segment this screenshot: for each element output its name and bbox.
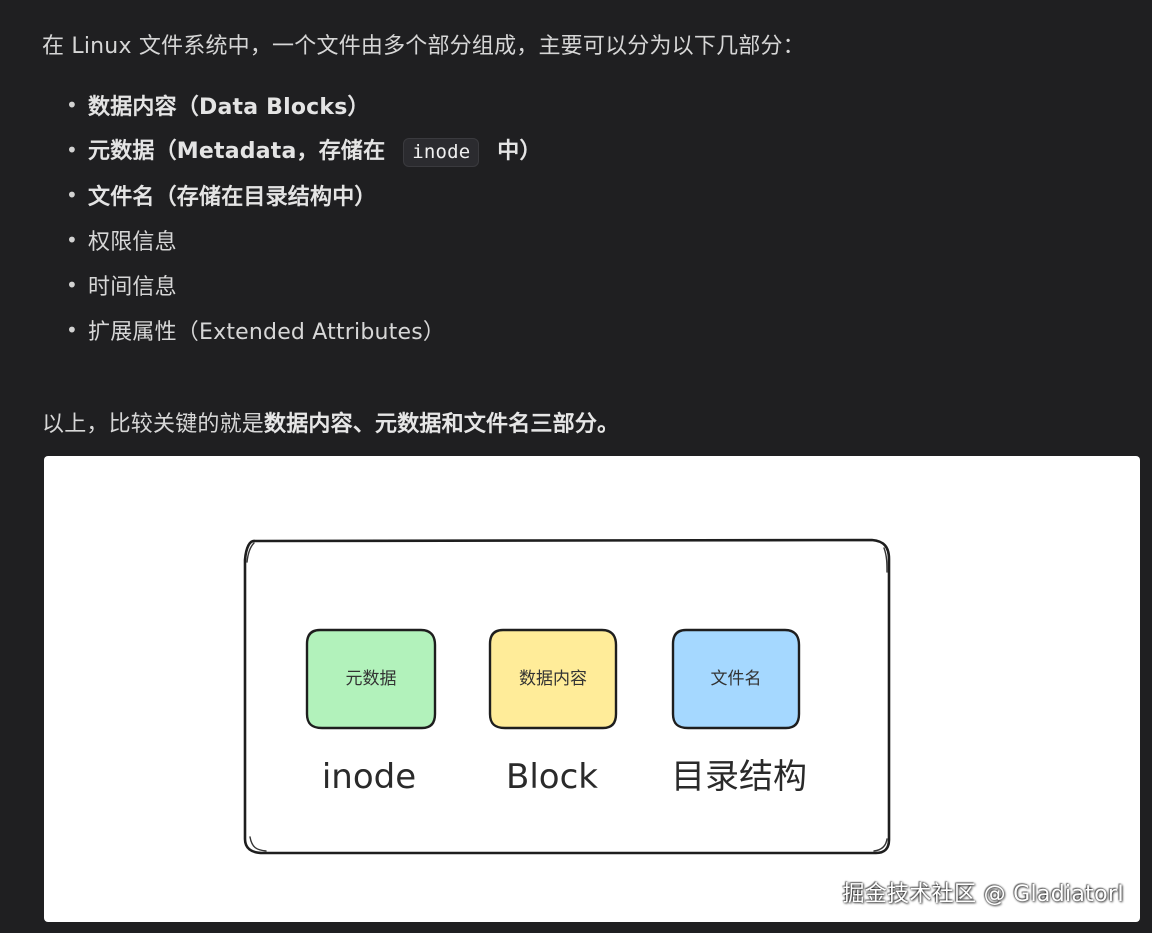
bullet-icon: • xyxy=(66,227,78,252)
list-item: • 文件名（存储在目录结构中） xyxy=(64,172,542,217)
diagram-canvas: 元数据 inode 数据内容 Block 文件名 目录结构 xyxy=(243,538,891,855)
outer-container-sketch-lines xyxy=(246,542,888,852)
summary-emphasis: 数据内容、元数据和文件名三部分。 xyxy=(264,412,620,437)
bullet-icon: • xyxy=(66,137,78,162)
juejin-watermark: 掘金技术社区 @ GladiatorI xyxy=(842,882,1124,907)
list-item-data-blocks: 数据内容（Data Blocks） xyxy=(88,94,370,120)
bullet-icon: • xyxy=(66,317,78,342)
filename-box-group: 文件名 目录结构 xyxy=(671,628,807,797)
list-item-metadata-after: 中） xyxy=(489,138,542,164)
metadata-box-group: 元数据 inode xyxy=(305,628,437,797)
list-item: • 数据内容（Data Blocks） xyxy=(64,82,542,127)
metadata-box-label: 元数据 xyxy=(346,669,397,689)
list-item-metadata: 元数据（Metadata，存储在 inode 中） xyxy=(88,133,542,167)
list-item-extended-attributes: 扩展属性（Extended Attributes） xyxy=(88,319,446,345)
metadata-box xyxy=(305,628,437,730)
list-item: • 时间信息 xyxy=(64,262,542,307)
intro-paragraph: 在 Linux 文件系统中，一个文件由多个部分组成，主要可以分为以下几部分： xyxy=(42,34,805,59)
bullet-icon: • xyxy=(66,92,78,117)
list-item-filename: 文件名（存储在目录结构中） xyxy=(88,184,377,210)
bullet-icon: • xyxy=(66,182,78,207)
directory-structure-caption: 目录结构 xyxy=(671,757,807,797)
list-item-permissions: 权限信息 xyxy=(88,229,177,255)
list-item: • 元数据（Metadata，存储在 inode 中） xyxy=(64,127,542,172)
file-parts-list: • 数据内容（Data Blocks） • 元数据（Metadata，存储在 i… xyxy=(64,82,542,352)
data-content-box-group: 数据内容 Block xyxy=(488,628,618,797)
filename-box-label: 文件名 xyxy=(711,669,762,689)
bullet-icon: • xyxy=(66,272,78,297)
summary-prefix: 以上，比较关键的就是 xyxy=(42,412,265,437)
data-content-box xyxy=(488,628,618,730)
list-item-time-info: 时间信息 xyxy=(88,274,177,300)
list-item: • 权限信息 xyxy=(64,217,542,262)
list-item-metadata-before: 元数据（Metadata，存储在 xyxy=(88,138,394,164)
filename-box xyxy=(671,628,801,730)
block-caption: Block xyxy=(506,757,598,797)
inode-caption: inode xyxy=(322,757,416,797)
data-content-box-label: 数据内容 xyxy=(519,669,587,689)
list-item: • 扩展属性（Extended Attributes） xyxy=(64,307,542,352)
summary-paragraph: 以上，比较关键的就是数据内容、元数据和文件名三部分。 xyxy=(42,410,619,440)
inline-code-inode: inode xyxy=(403,137,480,167)
file-structure-diagram: 元数据 inode 数据内容 Block 文件名 目录结构 掘金技术社区 @ G… xyxy=(44,456,1140,922)
